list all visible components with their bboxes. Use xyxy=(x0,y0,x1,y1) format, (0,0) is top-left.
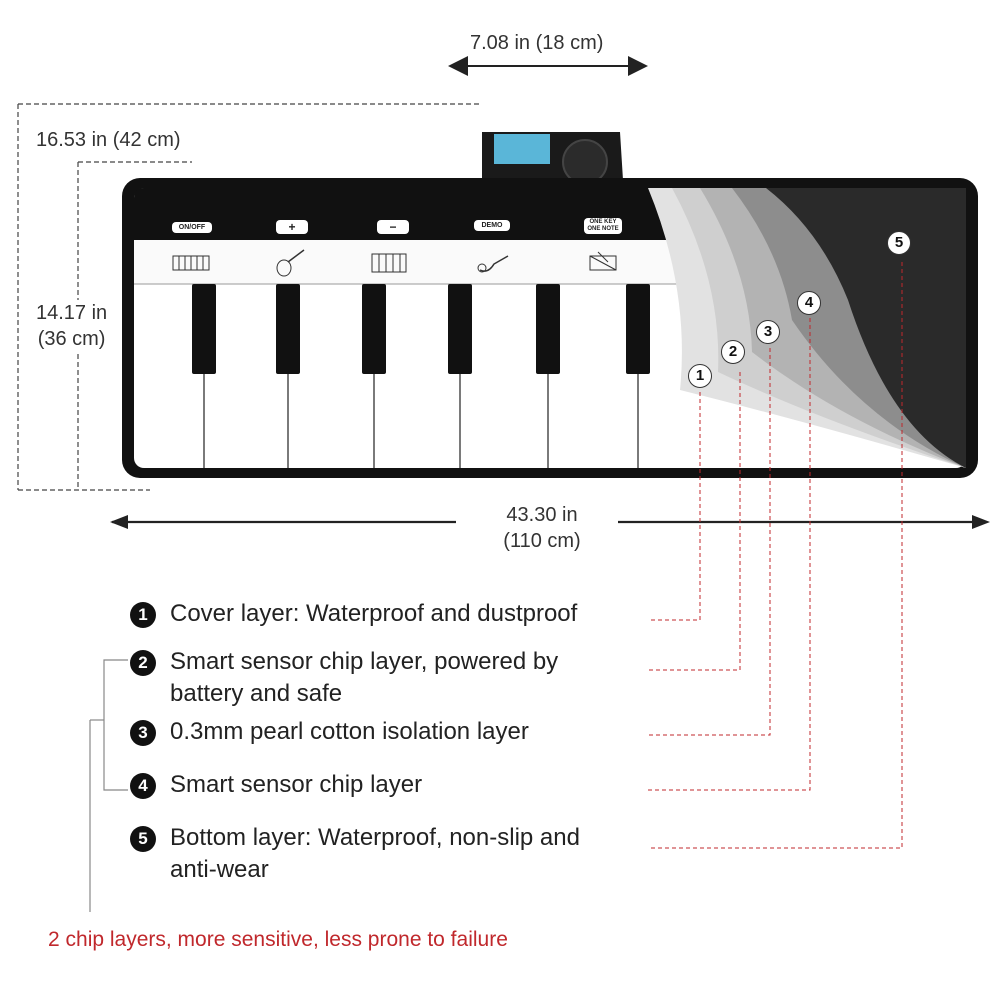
layer-description: Smart sensor chip layer, powered by batt… xyxy=(170,648,559,707)
layer-description: Bottom layer: Waterproof, non-slip and a… xyxy=(170,824,580,883)
layer-number-badge: 1 xyxy=(130,602,156,628)
layer-number-badge: 2 xyxy=(130,650,156,676)
demo-button: DEMO xyxy=(474,220,510,231)
layer-number-badge: 4 xyxy=(130,773,156,799)
mat-height-metric: (36 cm) xyxy=(37,328,106,350)
layer-marker-4: 4 xyxy=(797,291,821,315)
chip-layers-footnote: 2 chip layers, more sensitive, less pron… xyxy=(48,928,508,951)
piano-icon xyxy=(172,250,212,274)
on-off-button: ON/OFF xyxy=(172,222,212,233)
leader-lines xyxy=(648,262,903,849)
total-height-label: 16.53 in (42 cm) xyxy=(36,129,181,151)
control-width-label: 7.08 in (18 cm) xyxy=(470,32,604,54)
minus-button: − xyxy=(377,220,409,234)
saxophone-icon xyxy=(474,250,514,276)
layer-marker-3: 3 xyxy=(756,320,780,344)
peeled-layers xyxy=(648,188,966,468)
layer-marker-5: 5 xyxy=(887,231,911,255)
one-key-one-note-button: ONE KEY ONE NOTE xyxy=(584,218,622,234)
black-keys xyxy=(192,284,650,374)
xylophone-icon xyxy=(586,250,622,276)
violin-icon xyxy=(272,248,308,278)
layer-number-badge: 3 xyxy=(130,720,156,746)
mat-length-value: 43.30 in xyxy=(506,504,578,526)
layer-marker-2: 2 xyxy=(721,340,745,364)
mat-height-label: 14.17 in (36 cm) xyxy=(36,300,108,352)
accordion-icon xyxy=(370,250,410,276)
plus-button: + xyxy=(276,220,308,234)
layer-marker-1: 1 xyxy=(688,364,712,388)
white-keys xyxy=(203,368,639,468)
layer-description: Cover layer: Waterproof and dustproof xyxy=(170,600,578,627)
layer-description: 0.3mm pearl cotton isolation layer xyxy=(170,718,529,745)
mat-length-label: 43.30 in (110 cm) xyxy=(482,502,602,554)
layer-number-badge: 5 xyxy=(130,826,156,852)
chip-bracket xyxy=(89,659,128,912)
mat-length-metric: (110 cm) xyxy=(503,530,581,552)
mat-height-value: 14.17 in xyxy=(36,302,108,324)
layer-description: Smart sensor chip layer xyxy=(170,771,423,798)
